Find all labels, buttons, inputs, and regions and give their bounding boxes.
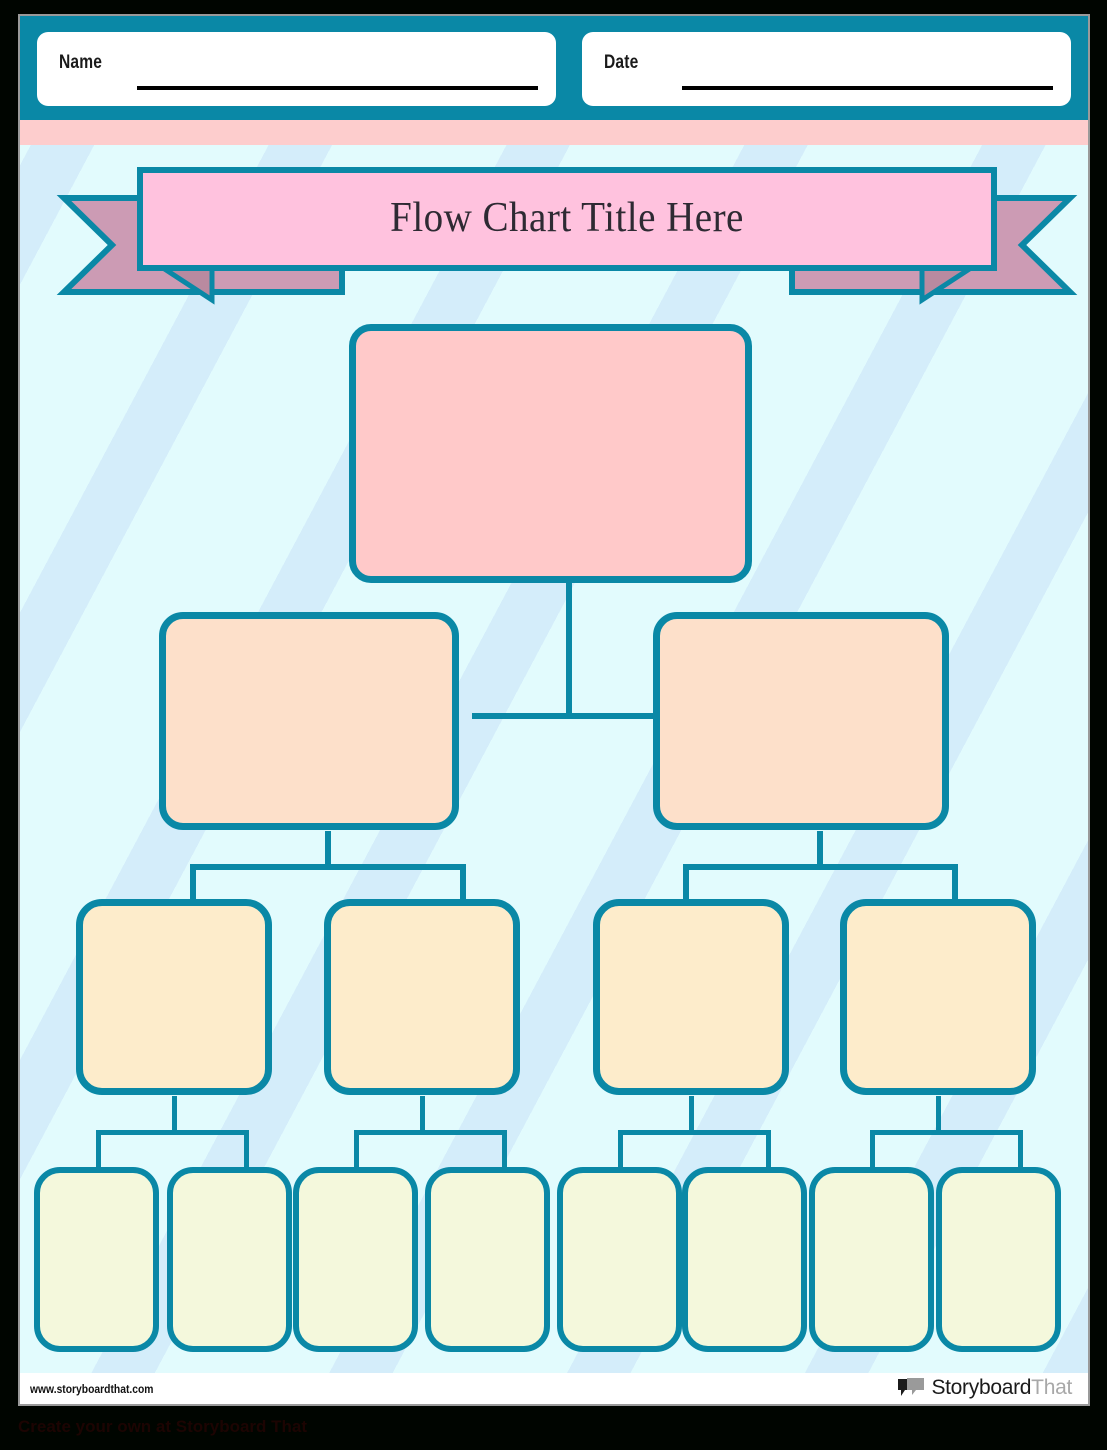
name-label: Name [59, 52, 103, 73]
brand-secondary-text: That [1031, 1376, 1072, 1399]
flow-node-level4-3[interactable] [293, 1167, 418, 1352]
connector-l1-stem [566, 579, 572, 719]
connector-l2a-bar [190, 864, 466, 870]
connector-l3a-bar [96, 1130, 249, 1135]
date-write-line[interactable] [682, 86, 1053, 90]
brand-primary-text: Storyboard [931, 1376, 1032, 1399]
flow-chart-canvas: Flow Chart Title Here [20, 145, 1088, 1373]
connector-l2b-drop-left [683, 864, 689, 904]
flow-node-level4-8[interactable] [936, 1167, 1061, 1352]
connector-l3b-bar [354, 1130, 507, 1135]
connector-l1-l2-bridge [472, 713, 678, 719]
footer-url[interactable]: www.storyboardthat.com [30, 1382, 154, 1396]
flow-node-level4-5[interactable] [557, 1167, 682, 1352]
connector-l2b-bar [683, 864, 958, 870]
date-label: Date [604, 52, 639, 73]
flow-node-level4-4[interactable] [425, 1167, 550, 1352]
accent-strip [20, 120, 1088, 145]
connector-l3c-drop-left [618, 1130, 623, 1168]
connector-l3b-stem [420, 1096, 425, 1134]
flow-node-level2-2[interactable] [653, 612, 949, 830]
connector-l3a-drop-right [244, 1130, 249, 1168]
flow-node-level3-4[interactable] [840, 899, 1036, 1095]
flow-node-level2-1[interactable] [159, 612, 459, 830]
flow-node-level4-2[interactable] [167, 1167, 292, 1352]
worksheet-sheet: Name Date [18, 14, 1090, 1406]
connector-l3d-drop-left [870, 1130, 875, 1168]
connector-l2b-stem [817, 831, 823, 869]
connector-l2a-stem [325, 831, 331, 869]
connector-l2b-drop-right [952, 864, 958, 904]
flow-node-level1-1[interactable] [349, 324, 752, 583]
flow-node-level3-3[interactable] [593, 899, 789, 1095]
connector-l2a-drop-left [190, 864, 196, 904]
connector-l2a-drop-right [460, 864, 466, 904]
connector-l3c-bar [618, 1130, 771, 1135]
title-ribbon: Flow Chart Title Here [42, 166, 1088, 308]
connector-l3a-stem [172, 1096, 177, 1134]
connector-l3a-drop-left [96, 1130, 101, 1168]
connector-l3d-stem [936, 1096, 941, 1134]
ribbon-shape [56, 167, 1078, 305]
flow-node-level3-2[interactable] [324, 899, 520, 1095]
brand-wordmark: StoryboardThat [931, 1376, 1072, 1400]
flow-chart-title: Flow Chart Title Here [390, 195, 744, 241]
connector-l3b-drop-right [502, 1130, 507, 1168]
speech-bubbles-icon [898, 1378, 925, 1396]
name-write-line[interactable] [137, 86, 538, 90]
connector-l3b-drop-left [354, 1130, 359, 1168]
flow-node-level3-1[interactable] [76, 899, 272, 1095]
ribbon-banner [137, 167, 997, 271]
name-field-card[interactable]: Name [37, 32, 556, 106]
connector-l3d-bar [870, 1130, 1023, 1135]
create-your-own-tagline[interactable]: Create your own at Storyboard That [18, 1417, 308, 1436]
header-band: Name Date [20, 16, 1088, 120]
connector-l3c-drop-right [766, 1130, 771, 1168]
flow-node-level4-1[interactable] [34, 1167, 159, 1352]
connector-l3d-drop-right [1018, 1130, 1023, 1168]
flow-node-level4-7[interactable] [809, 1167, 934, 1352]
flow-node-level4-6[interactable] [682, 1167, 807, 1352]
date-field-card[interactable]: Date [582, 32, 1071, 106]
connector-l3c-stem [689, 1096, 694, 1134]
worksheet-footer: www.storyboardthat.com StoryboardThat [20, 1373, 1088, 1404]
storyboardthat-brand[interactable]: StoryboardThat [897, 1376, 1072, 1400]
